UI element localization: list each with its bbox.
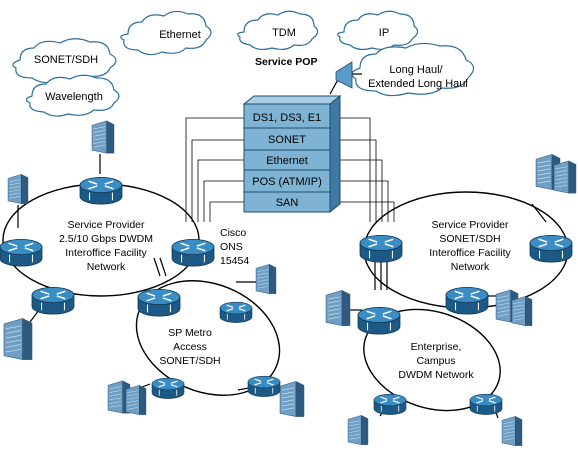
sp-sonet-line-3: Interoffice Facility [429, 247, 511, 259]
building-icon [7, 174, 29, 204]
cloud-label-long-haul-1: Long Haul/ [389, 64, 443, 76]
pop-row-sonet: SONET [268, 134, 306, 146]
sp-metro-line-2: Access [173, 341, 207, 353]
cloud-label-sonet-sdh: SONET/SDH [34, 54, 98, 66]
building-icon [125, 385, 147, 415]
cloud-sonet-sdh: SONET/SDH [12, 38, 117, 84]
sp-dwdm-line-1: Service Provider [67, 219, 145, 231]
router-icon [219, 301, 253, 324]
building-icon [255, 264, 277, 294]
cloud-wavelength: Wavelength [25, 74, 120, 117]
building-icon [325, 290, 351, 326]
building-icon [553, 160, 577, 194]
cisco-ons-line-3: 15454 [220, 255, 249, 267]
enterprise-line-2: Campus [416, 355, 455, 367]
sp-metro-line-3: SONET/SDH [159, 355, 220, 367]
enterprise-line-3: DWDM Network [398, 369, 474, 381]
router-icon [529, 234, 573, 263]
router-icon [151, 377, 185, 400]
building-icon [3, 318, 33, 360]
sp-dwdm-line-3: Interoffice Facility [65, 247, 147, 259]
router-icon [31, 286, 75, 315]
sp-sonet-line-4: Network [451, 261, 490, 273]
sp-metro-line-1: SP Metro [168, 327, 212, 339]
enterprise-line-1: Enterprise, [411, 341, 462, 353]
label-sp-sonet: Service Provider SONET/SDH Interoffice F… [429, 219, 511, 273]
cloud-label-tdm: TDM [272, 27, 296, 39]
long-haul-connector [329, 61, 362, 95]
router-icon [445, 286, 489, 315]
sp-dwdm-line-2: 2.5/10 Gbps DWDM [59, 233, 153, 245]
pop-row-ds: DS1, DS3, E1 [253, 112, 321, 124]
cloud-ethernet: Ethernet [120, 10, 212, 56]
pop-row-san: SAN [276, 197, 299, 209]
sp-sonet-line-1: Service Provider [431, 219, 509, 231]
cloud-long-haul: Long Haul/ Extended Long Haul [351, 42, 475, 97]
router-icon [247, 375, 281, 398]
cisco-ons-line-1: Cisco [220, 227, 246, 239]
router-icon [469, 393, 503, 416]
router-icon [357, 306, 401, 335]
sp-sonet-line-2: SONET/SDH [439, 233, 500, 245]
building-icon [91, 120, 115, 154]
router-icon [137, 288, 181, 317]
label-sp-metro: SP Metro Access SONET/SDH [159, 327, 220, 367]
label-enterprise: Enterprise, Campus DWDM Network [398, 341, 474, 381]
pop-row-ethernet: Ethernet [266, 155, 308, 167]
ons-15454-icon [171, 238, 215, 267]
sp-dwdm-line-4: Network [87, 261, 126, 273]
cisco-ons-line-2: ONS [220, 241, 243, 253]
cloud-label-wavelength: Wavelength [45, 91, 103, 103]
pop-row-pos: POS (ATM/IP) [252, 176, 321, 188]
service-pop-box: DS1, DS3, E1 SONET Ethernet POS (ATM/IP)… [242, 94, 342, 214]
cloud-label-ethernet: Ethernet [159, 29, 201, 41]
cloud-ip: IP [337, 10, 419, 51]
building-icon [501, 416, 523, 446]
building-icon [511, 296, 533, 326]
building-icon [347, 415, 369, 445]
cloud-label-long-haul-2: Extended Long Haul [368, 78, 468, 90]
label-sp-dwdm: Service Provider 2.5/10 Gbps DWDM Intero… [59, 219, 153, 273]
router-icon [373, 393, 407, 416]
ring-enterprise [363, 308, 501, 412]
cloud-tdm: TDM [237, 10, 319, 51]
building-icon [279, 381, 305, 417]
cloud-label-ip: IP [379, 27, 389, 39]
router-icon [359, 234, 403, 263]
service-pop-title: Service POP [255, 56, 317, 68]
router-icon [79, 176, 123, 205]
router-icon [0, 238, 43, 267]
label-cisco-ons: Cisco ONS 15454 [220, 227, 249, 267]
